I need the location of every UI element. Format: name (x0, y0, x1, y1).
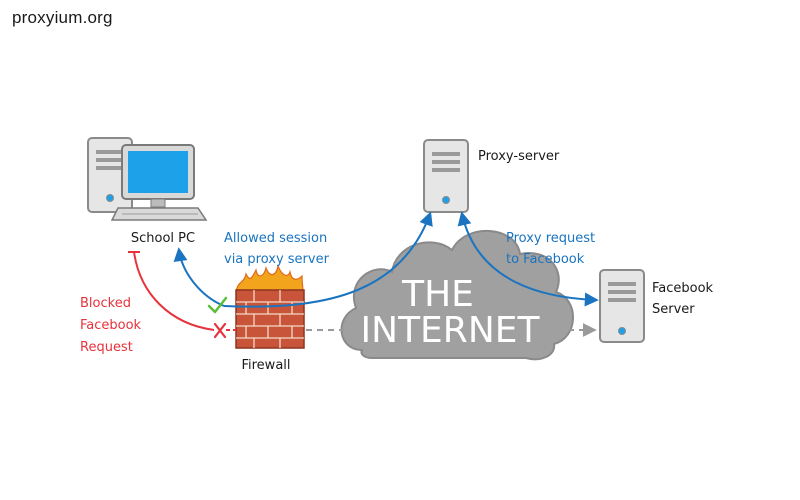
allowed-check-icon (207, 296, 228, 314)
blocked-x-icon (213, 322, 227, 339)
blocked-label-line3: Request (80, 340, 133, 355)
proxy-server-icon (423, 139, 469, 213)
school-pc-icon (87, 137, 208, 221)
firewall-to-proxy-arrow (223, 211, 433, 308)
proxy-server-label: Proxy-server (478, 149, 560, 164)
internet-label-line1: THE (401, 274, 474, 315)
proxy-to-facebook-arrow (457, 211, 599, 307)
internet-label-line2: INTERNET (361, 310, 541, 351)
facebook-server-label-line1: Facebook (652, 281, 714, 296)
site-brand[interactable]: proxyium.org (12, 8, 113, 27)
allowed-session-arrow (173, 247, 225, 307)
blocked-label-line2: Facebook (80, 318, 142, 333)
blocked-label-line1: Blocked (80, 296, 131, 311)
blocked-request-arrow (133, 251, 215, 331)
school-pc-label: School PC (131, 231, 195, 246)
facebook-server-label-line2: Server (652, 302, 695, 317)
proxy-request-label-line1: Proxy request (506, 231, 595, 246)
facebook-server-icon (599, 269, 645, 343)
proxy-request-label-line2: to Facebook (506, 252, 585, 267)
allowed-session-label-line2: via proxy server (224, 252, 330, 267)
firewall-icon (235, 263, 305, 349)
allowed-session-label-line1: Allowed session (224, 231, 327, 246)
firewall-label: Firewall (241, 358, 290, 373)
